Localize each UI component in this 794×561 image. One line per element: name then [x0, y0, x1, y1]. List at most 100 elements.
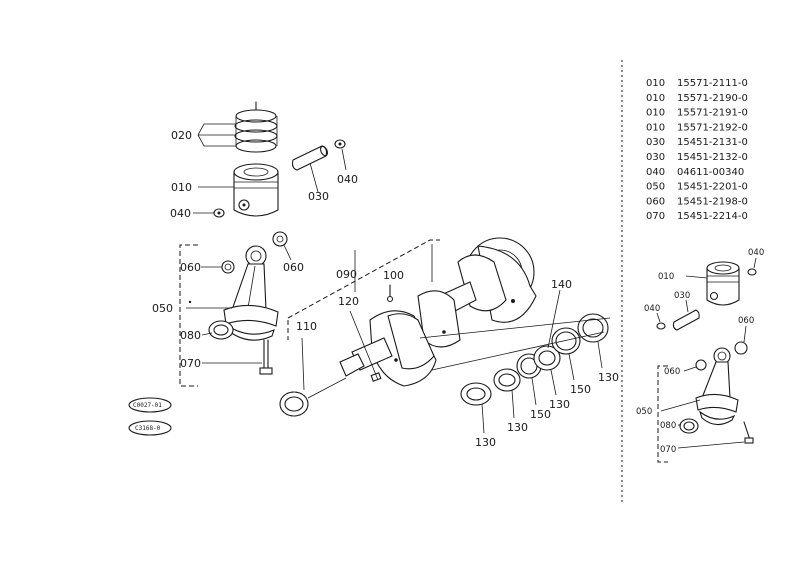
callout-080: 080 — [180, 329, 201, 342]
parts-list-ref: 040 — [646, 167, 665, 178]
crank-plug — [386, 284, 394, 303]
parts-list-ref: 050 — [646, 182, 665, 193]
callout-140: 140 — [551, 278, 572, 291]
parts-list-ref: 060 — [646, 196, 665, 207]
parts-list-part-number: 15451-2198-0 — [677, 196, 748, 207]
inset-callout-040-top: 040 — [748, 248, 764, 258]
callout-020: 020 — [171, 129, 192, 142]
inset-clip-right — [747, 268, 757, 276]
axis-line-upper — [419, 317, 611, 339]
gear-axis-line — [307, 377, 347, 399]
crank-bracket-top — [287, 239, 440, 319]
callout-100: 100 — [383, 269, 404, 282]
parts-list-part-number: 04611-00340 — [677, 167, 744, 178]
callout-leader-040b — [341, 148, 347, 171]
callout-040-right: 040 — [337, 173, 358, 186]
crankpin-bearing — [208, 320, 234, 340]
callout-150-b: 150 — [570, 383, 591, 396]
main-bearing-center — [533, 345, 561, 371]
callout-leader-080 — [201, 332, 213, 336]
main-bearing-rear — [577, 313, 609, 343]
callout-050: 050 — [152, 302, 173, 315]
parts-list-part-number: 15571-2190-0 — [677, 93, 748, 104]
callout-070: 070 — [180, 357, 201, 370]
inset-callout-060-right: 060 — [738, 316, 754, 326]
parts-list-part-number: 15571-2111-0 — [677, 78, 748, 89]
main-bearing-front — [460, 382, 492, 406]
callout-040-left: 040 — [170, 207, 191, 220]
inset-crankpin-bearing — [679, 418, 699, 434]
stamp-top — [128, 397, 172, 413]
callout-leader-150a — [531, 377, 537, 406]
inset-callout-070: 070 — [660, 445, 676, 455]
callout-110: 110 — [296, 320, 317, 333]
callout-leader-150b — [568, 353, 575, 381]
parts-list-ref: 010 — [646, 122, 665, 133]
inset-leader-040b — [656, 312, 661, 323]
inset-leader-040a — [753, 257, 757, 269]
callout-030: 030 — [308, 190, 329, 203]
callout-leader-140 — [547, 289, 561, 349]
main-bearing-second — [493, 368, 521, 392]
callout-150-a: 150 — [530, 408, 551, 421]
parts-list-part-number: 15451-2214-0 — [677, 211, 748, 222]
callout-060-right: 060 — [283, 261, 304, 274]
connecting-rod-bolt — [259, 339, 273, 375]
callout-090: 090 — [336, 268, 357, 281]
stamp-top-text: C0027-01 — [133, 402, 162, 409]
inset-callout-080: 080 — [660, 421, 676, 431]
callout-130-d: 130 — [598, 371, 619, 384]
callout-leader-130c — [550, 369, 557, 396]
inset-leader-030 — [685, 299, 689, 313]
inset-callout-050: 050 — [636, 407, 652, 417]
small-end-bushing-left — [221, 260, 235, 274]
parts-list-ref: 030 — [646, 152, 665, 163]
inset-piston-pin — [672, 309, 700, 331]
parts-list-ref: 030 — [646, 137, 665, 148]
callout-120: 120 — [338, 295, 359, 308]
callout-060-left: 060 — [180, 261, 201, 274]
inset-clip-left — [656, 322, 666, 330]
inset-leader-010 — [685, 275, 708, 279]
inset-bushing-left — [695, 359, 707, 371]
inset-leader-060a — [743, 325, 747, 343]
callout-leader-110 — [301, 337, 305, 391]
parts-list-part-number: 15451-2131-0 — [677, 137, 748, 148]
parts-list-part-number: 15451-2201-0 — [677, 182, 748, 193]
inset-callout-030: 030 — [674, 291, 690, 301]
parts-list-part-number: 15571-2191-0 — [677, 108, 748, 119]
axis-line-lower — [431, 331, 605, 371]
inset-leader-070 — [677, 441, 745, 449]
inset-piston — [706, 261, 740, 306]
callout-130-b: 130 — [507, 421, 528, 434]
piston — [233, 163, 279, 217]
piston-clip-right — [334, 139, 346, 149]
rod-assembly-bracket — [179, 244, 198, 387]
callout-leader-020 — [197, 123, 236, 147]
piston-pin — [291, 145, 328, 171]
inset-bushing-right — [734, 341, 748, 355]
parts-list-part-number: 15451-2132-0 — [677, 152, 748, 163]
callout-leader-130d — [597, 341, 603, 369]
crankshaft — [339, 237, 537, 387]
callout-010: 010 — [171, 181, 192, 194]
callout-leader-120 — [349, 310, 379, 381]
stamp-bottom — [128, 420, 172, 436]
inset-leader-060b — [683, 366, 697, 372]
callout-130-c: 130 — [549, 398, 570, 411]
inset-rod-bolt — [743, 421, 754, 444]
inset-callout-010: 010 — [658, 272, 674, 282]
callout-leader-030 — [309, 162, 319, 193]
inset-leader-050 — [660, 399, 701, 412]
inset-connecting-rod — [695, 347, 739, 426]
inset-rod-bracket — [657, 365, 668, 463]
piston-clip-left — [213, 208, 225, 218]
inset-callout-060-left: 060 — [664, 367, 680, 377]
connecting-rod — [223, 245, 279, 341]
parts-list-ref: 010 — [646, 93, 665, 104]
crankshaft-gear — [279, 391, 309, 417]
piston-rings — [234, 101, 278, 153]
callout-leader-130b — [511, 389, 515, 419]
small-end-bushing-right — [272, 231, 288, 247]
